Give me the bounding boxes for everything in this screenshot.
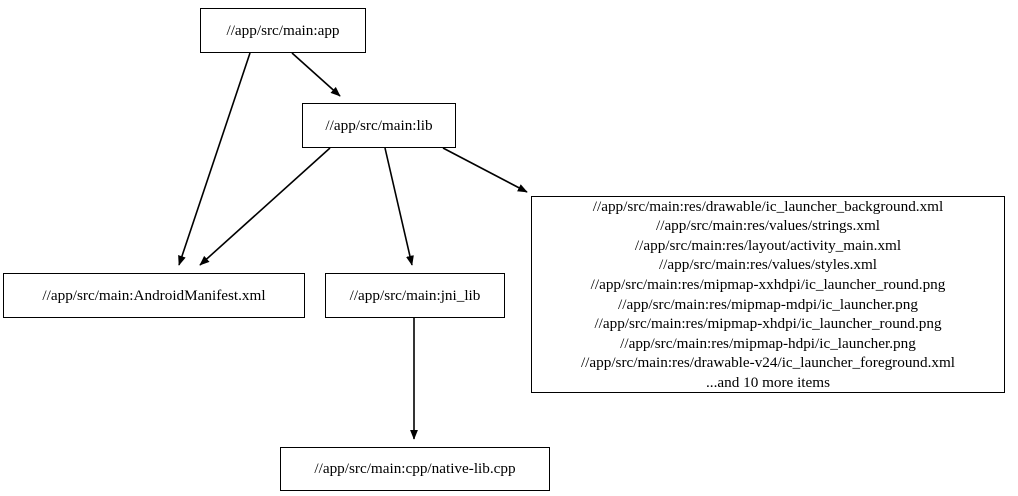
graph-node-native-lib-cpp[interactable]: //app/src/main:cpp/native-lib.cpp	[280, 447, 550, 491]
edge-lib-to-manifest	[199, 147, 331, 266]
graph-node-androidmanifest-label: //app/src/main:AndroidManifest.xml	[42, 286, 266, 304]
graph-node-jni-lib[interactable]: //app/src/main:jni_lib	[325, 273, 505, 318]
graph-node-lib-label: //app/src/main:lib	[325, 116, 433, 134]
edge-lib-to-resources	[442, 147, 528, 193]
edge-app-to-manifest	[178, 52, 251, 266]
graph-node-app[interactable]: //app/src/main:app	[200, 8, 366, 53]
graph-node-resources[interactable]: //app/src/main:res/drawable/ic_launcher_…	[531, 196, 1005, 393]
edge-app-to-lib	[291, 52, 341, 97]
graph-node-androidmanifest[interactable]: //app/src/main:AndroidManifest.xml	[3, 273, 305, 318]
graph-node-resources-label: //app/src/main:res/drawable/ic_launcher_…	[580, 197, 956, 391]
graph-node-lib[interactable]: //app/src/main:lib	[302, 103, 456, 148]
edge-lib-to-jni-lib	[384, 147, 414, 266]
graph-node-jni-lib-label: //app/src/main:jni_lib	[349, 286, 481, 304]
graph-node-app-label: //app/src/main:app	[226, 21, 340, 39]
graph-node-native-lib-cpp-label: //app/src/main:cpp/native-lib.cpp	[314, 460, 516, 478]
